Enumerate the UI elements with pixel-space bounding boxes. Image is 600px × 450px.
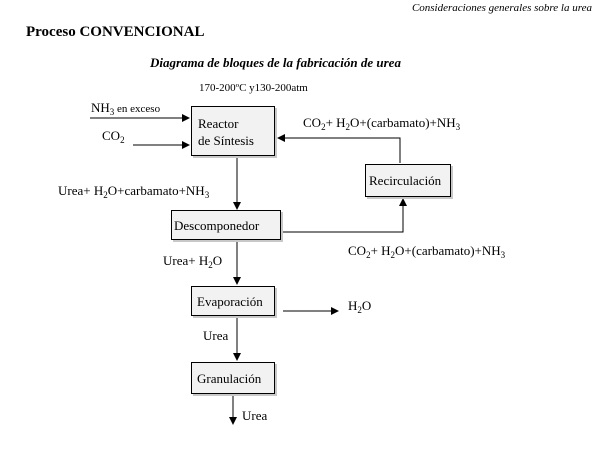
stream-to-evap-label: Urea+ H2O	[163, 253, 223, 270]
descomponedor-block: Descomponedor	[171, 210, 281, 240]
stream-water-label: H2O	[348, 298, 372, 315]
stream-reactor-out-label: Urea+ H2O+carbamato+NH3	[58, 183, 210, 200]
arrow-recirc-to-reactor	[277, 134, 401, 163]
reactor-block: Reactor de Síntesis	[191, 106, 275, 156]
recirculacion-block: Recirculación	[365, 164, 451, 197]
arrow-decomp-to-recirc	[283, 198, 407, 233]
stream-product-label: Urea	[242, 408, 268, 423]
input-co2-label: CO2	[102, 128, 125, 145]
granulacion-block: Granulación	[191, 362, 275, 394]
stream-decomp-out-label: CO2+ H2O+(carbamato)+NH3	[348, 243, 506, 260]
reactor-line2: de Síntesis	[198, 133, 254, 148]
input-nh3-label: NH3 en exceso	[91, 100, 161, 117]
diagram-subtitle: Diagrama de bloques de la fabricación de…	[150, 55, 401, 70]
stream-recycle-label: CO2+ H2O+(carbamato)+NH3	[303, 115, 461, 132]
page-title: Proceso CONVENCIONAL	[26, 24, 205, 40]
evaporacion-block: Evaporación	[191, 286, 275, 316]
stream-to-gran-label: Urea	[203, 328, 229, 343]
operating-conditions: 170-200ºC y130-200atm	[199, 82, 308, 94]
reactor-line1: Reactor	[198, 116, 239, 131]
header-note: Consideraciones generales sobre la urea	[411, 2, 592, 14]
